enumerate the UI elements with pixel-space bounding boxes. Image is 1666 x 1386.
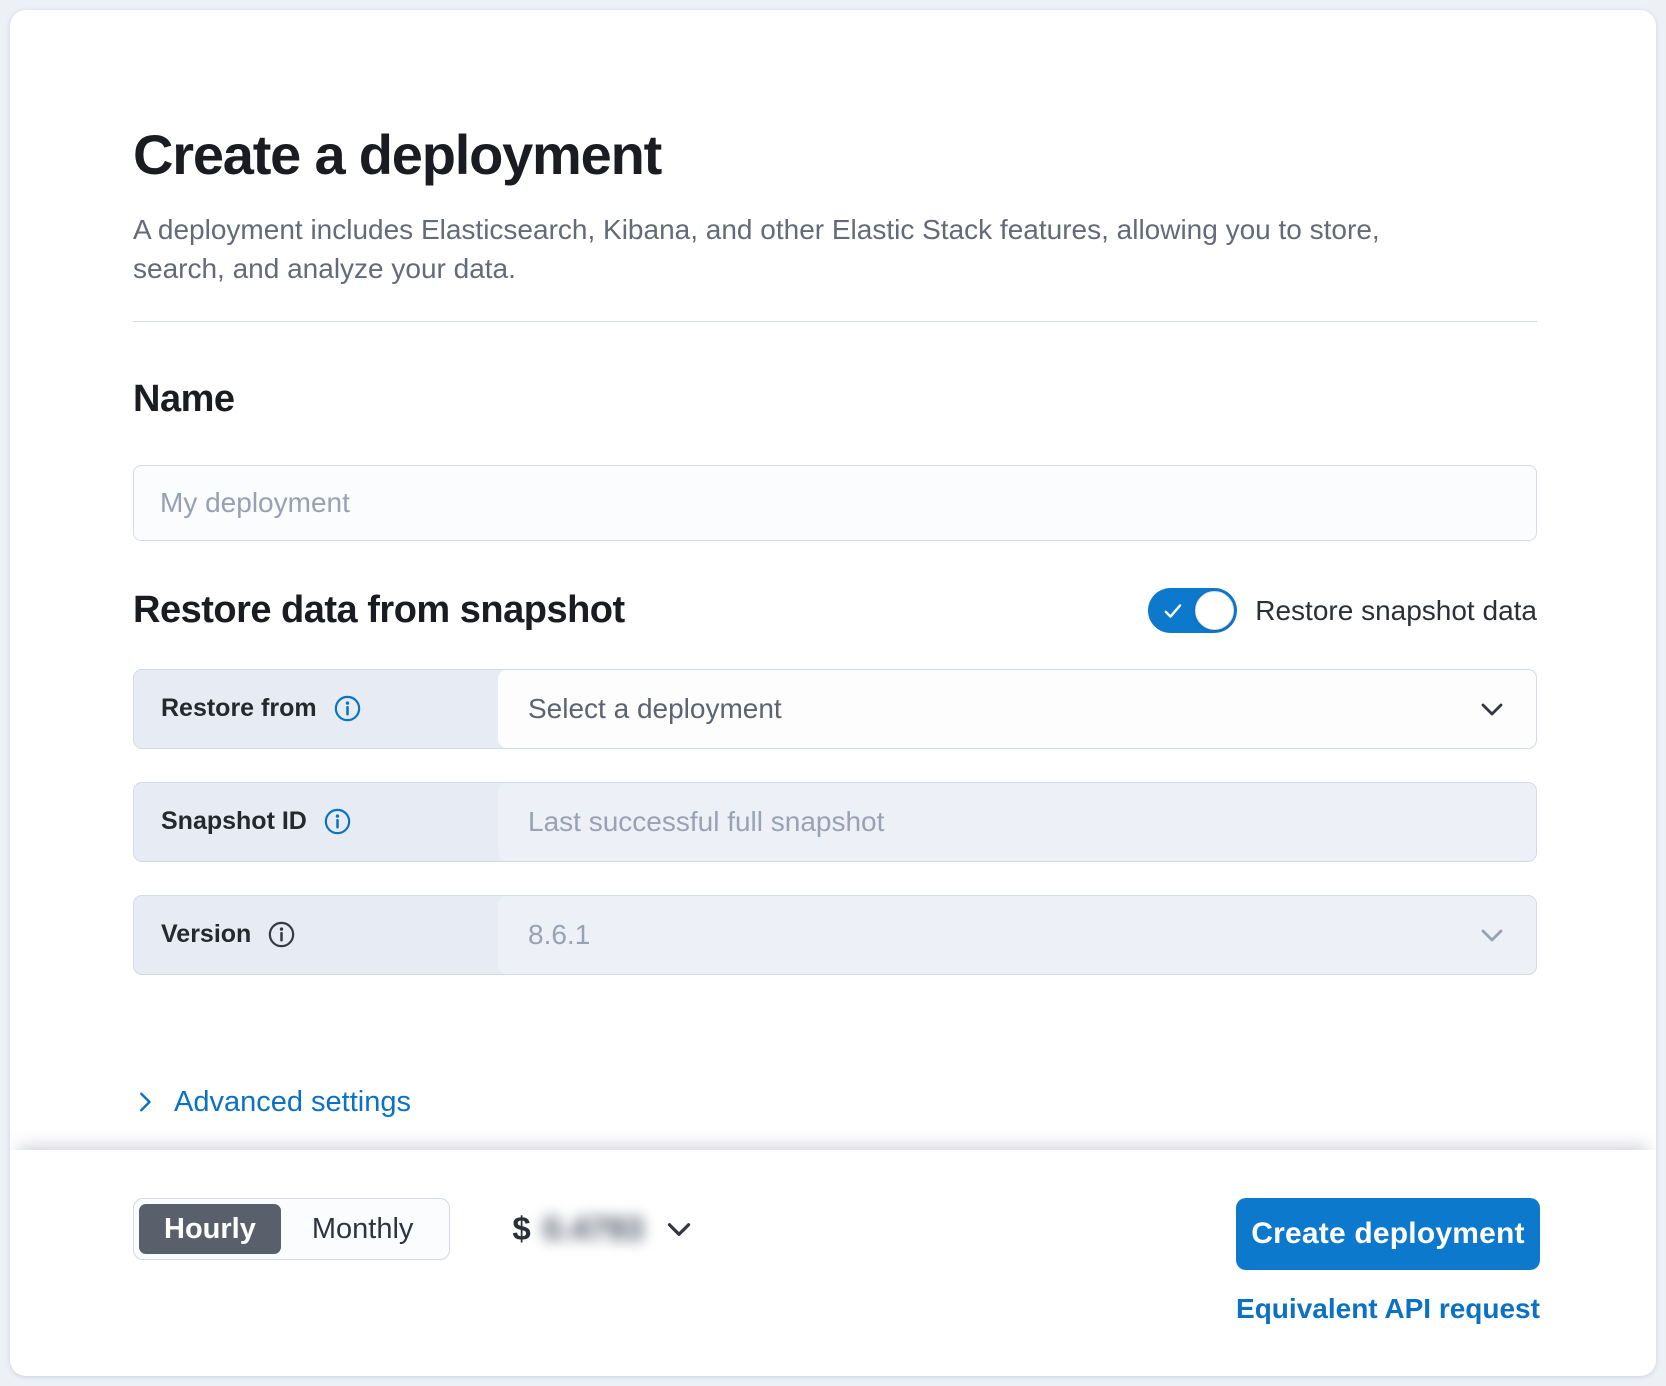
restore-from-label-cell: Restore from xyxy=(134,669,498,748)
toggle-thumb xyxy=(1195,591,1235,631)
version-row: Version 8.6.1 xyxy=(133,894,1537,975)
restore-from-select-value: Select a deployment xyxy=(528,692,782,724)
price-currency: $ xyxy=(512,1210,531,1247)
version-label: Version xyxy=(161,920,252,949)
snapshot-id-input: Last successful full snapshot xyxy=(498,782,1536,861)
snapshot-id-row: Snapshot ID Last successful full snapsho… xyxy=(133,781,1537,862)
snapshot-id-placeholder: Last successful full snapshot xyxy=(528,805,885,837)
restore-from-label: Restore from xyxy=(161,694,317,723)
bottom-bar: Hourly Monthly $ 0.4793 Create deploymen… xyxy=(10,1150,1656,1376)
restore-section-heading: Restore data from snapshot xyxy=(133,589,625,632)
check-icon xyxy=(1164,604,1182,619)
billing-option-hourly[interactable]: Hourly xyxy=(139,1204,281,1254)
version-select-value: 8.6.1 xyxy=(528,918,591,950)
equivalent-api-request-link[interactable]: Equivalent API request xyxy=(1236,1293,1540,1324)
price-amount-blurred: 0.4793 xyxy=(542,1210,644,1247)
create-deployment-button[interactable]: Create deployment xyxy=(1236,1198,1540,1270)
restore-snapshot-toggle[interactable] xyxy=(1148,588,1238,634)
advanced-settings-link[interactable]: Advanced settings xyxy=(133,1086,411,1119)
chevron-down-icon xyxy=(1481,703,1503,716)
billing-toggle: Hourly Monthly xyxy=(133,1198,451,1260)
toggle-label: Restore snapshot data xyxy=(1255,594,1537,626)
restore-form: Restore from Select a deployment xyxy=(133,668,1537,975)
restore-from-select[interactable]: Select a deployment xyxy=(498,669,1536,748)
create-deployment-panel: Create a deployment A deployment include… xyxy=(10,10,1656,1376)
snapshot-id-label: Snapshot ID xyxy=(161,807,307,836)
chevron-down-icon xyxy=(1481,929,1503,942)
restore-snapshot-toggle-group: Restore snapshot data xyxy=(1148,588,1537,634)
submit-area: Create deployment Equivalent API request xyxy=(1236,1198,1540,1325)
billing-and-price: Hourly Monthly $ 0.4793 xyxy=(133,1198,696,1260)
snapshot-id-label-cell: Snapshot ID xyxy=(134,782,498,861)
restore-from-row: Restore from Select a deployment xyxy=(133,668,1537,749)
page-subtitle: A deployment includes Elasticsearch, Kib… xyxy=(133,214,1380,285)
info-icon[interactable] xyxy=(324,808,351,835)
page-title: Create a deployment xyxy=(133,123,662,186)
info-icon[interactable] xyxy=(334,695,361,722)
info-icon[interactable] xyxy=(268,921,295,948)
chevron-right-icon xyxy=(140,1092,151,1112)
header-divider xyxy=(133,320,1537,322)
version-select: 8.6.1 xyxy=(498,895,1536,974)
deployment-name-input[interactable] xyxy=(133,465,1537,542)
version-label-cell: Version xyxy=(134,895,498,974)
chevron-down-icon xyxy=(667,1223,690,1236)
main-content: Create a deployment A deployment include… xyxy=(10,10,1656,1119)
advanced-settings-label: Advanced settings xyxy=(174,1085,411,1118)
billing-option-monthly[interactable]: Monthly xyxy=(281,1204,445,1254)
price-dropdown[interactable]: $ 0.4793 xyxy=(512,1210,695,1248)
name-section-heading: Name xyxy=(133,377,235,420)
restore-section-header: Restore data from snapshot Restore snaps… xyxy=(133,587,1537,635)
